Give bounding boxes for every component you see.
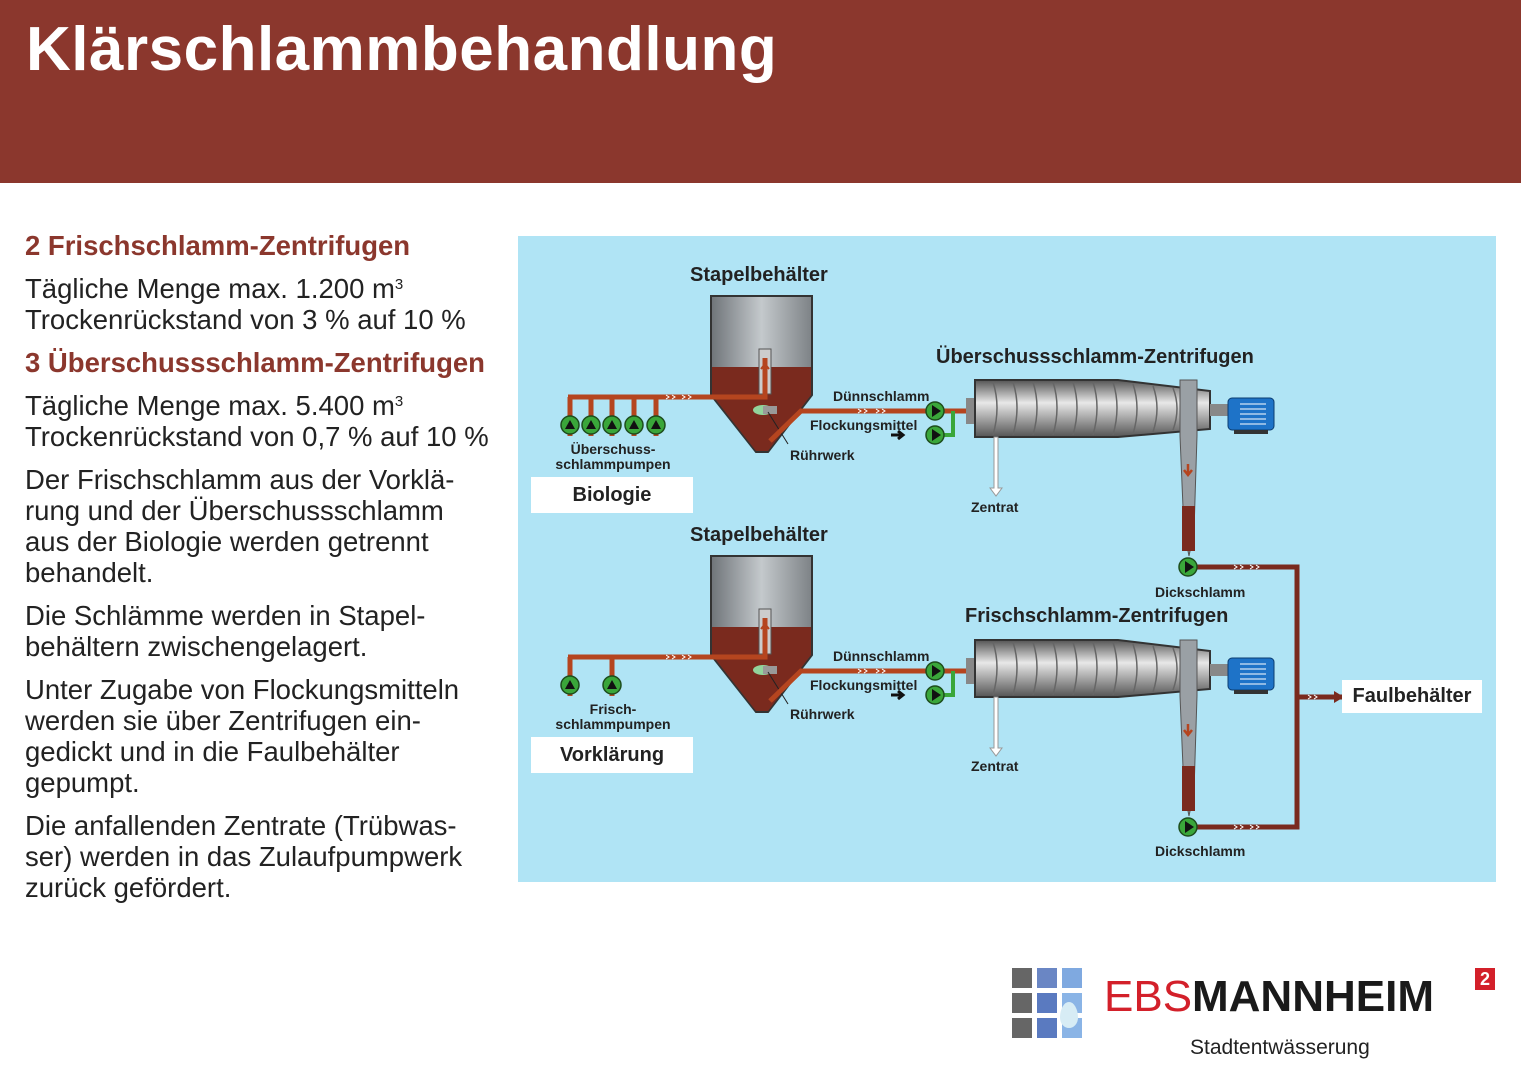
- paragraph: Die anfallenden Zentrate (Trübwas-ser) w…: [25, 810, 463, 903]
- centrate-label: Zentrat: [971, 499, 1019, 515]
- flocculant-label: Flockungsmittel: [810, 417, 918, 433]
- pumps-label-2: schlammpumpen: [555, 456, 671, 472]
- dry-residue: Trockenrückstand von 0,7 % auf 10 %: [25, 421, 489, 452]
- paragraph: Unter Zugabe von Flockungsmitteln werden…: [25, 674, 460, 798]
- logo-ebs: EBS: [1104, 972, 1193, 1021]
- pumps-label-1: Überschuss-: [570, 441, 656, 457]
- biologie-line: [560, 296, 1274, 556]
- stirrer-label: Rührwerk: [790, 706, 855, 722]
- thick-sludge-label: Dickschlamm: [1155, 584, 1246, 600]
- digester-target: Faulbehälter: [1342, 680, 1482, 713]
- pumps-label: Frisch-schlammpumpen: [540, 702, 686, 732]
- pumps-label-1: Frisch-: [589, 701, 637, 717]
- logo-subtitle: Stadtentwässerung: [1190, 1036, 1370, 1059]
- pumps-label: Überschuss-schlammpumpen: [540, 442, 686, 472]
- page-title: Klärschlammbehandlung: [26, 15, 778, 84]
- vorklaerung-line: [560, 556, 1274, 816]
- heading-frischschlamm: 2 Frischschlamm-Zentrifugen: [25, 230, 411, 261]
- ebs-logo: EBS MANNHEIM 2 Stadtentwässerung: [1010, 966, 1510, 1066]
- unit-sup: 3: [394, 393, 404, 410]
- logo-mannheim: MANNHEIM: [1192, 972, 1434, 1021]
- paragraph: Die Schlämme werden in Stapel-behältern …: [25, 600, 426, 662]
- top-tank-label: Stapelbehälter: [690, 264, 828, 286]
- unit-sup: 3: [394, 276, 404, 293]
- stirrer-label: Rührwerk: [790, 447, 855, 463]
- diagram-graphics: [560, 236, 1344, 837]
- header-bar: Klärschlammbehandlung: [0, 0, 1521, 183]
- drop-icon: [1060, 1002, 1078, 1028]
- thin-sludge-label: Dünnschlamm: [833, 388, 930, 404]
- heading-ueberschuss: 3 Überschussschlamm-Zentrifugen: [25, 347, 485, 378]
- paragraph: Der Frischschlamm aus der Vorklä-rung un…: [25, 464, 455, 588]
- description: 2 Frischschlamm-Zentrifugen Tägliche Men…: [25, 230, 515, 915]
- pumps-label-2: schlammpumpen: [555, 716, 671, 732]
- source-biologie: Biologie: [531, 477, 693, 513]
- dry-residue: Trockenrückstand von 3 % auf 10 %: [25, 304, 466, 335]
- daily-amount: Tägliche Menge max. 5.400 m: [25, 390, 395, 421]
- bottom-tank-label: Stapelbehälter: [690, 524, 828, 546]
- thin-sludge-label: Dünnschlamm: [833, 648, 930, 664]
- bottom-centrifuge-label: Frischschlamm-Zentrifugen: [965, 605, 1229, 627]
- process-diagram: Stapelbehälter Überschussschlamm-Zentrif…: [518, 236, 1496, 882]
- thick-sludge-label: Dickschlamm: [1155, 843, 1246, 859]
- top-centrifuge-label: Überschussschlamm-Zentrifugen: [936, 346, 1254, 368]
- daily-amount: Tägliche Menge max. 1.200 m: [25, 273, 395, 304]
- centrate-label: Zentrat: [971, 758, 1019, 774]
- flocculant-label: Flockungsmittel: [810, 677, 918, 693]
- source-vorklaerung: Vorklärung: [531, 737, 693, 773]
- logo-sup: 2: [1475, 968, 1495, 990]
